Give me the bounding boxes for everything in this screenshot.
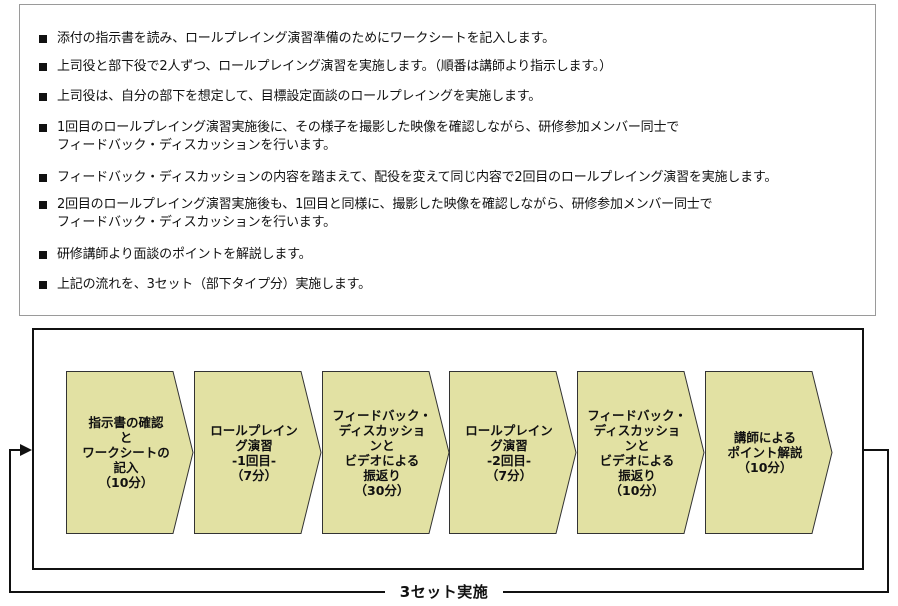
square-bullet-icon: [39, 281, 47, 289]
instruction-text: 2回目のロールプレイング演習実施後も、1回目と同様に、撮影した映像を確認しながら…: [57, 197, 713, 230]
chevron-shape: [322, 371, 450, 534]
step-label: 指示書の確認 と ワークシートの 記入 （10分）: [82, 415, 170, 490]
step-label: フィードバック・ ディスカッショ ンと ビデオによる 振返り （10分）: [587, 407, 687, 498]
square-bullet-icon: [39, 251, 47, 259]
instruction-text: 上司役は、自分の部下を想定して、目標設定面談のロールプレイングを実施します。: [57, 89, 542, 104]
step-instructor-points: 講師による ポイント解説 （10分）: [705, 371, 833, 534]
step-worksheet: 指示書の確認 と ワークシートの 記入 （10分）: [66, 371, 194, 534]
step-feedback-2: フィードバック・ ディスカッショ ンと ビデオによる 振返り （10分）: [577, 371, 705, 534]
chevron-shape: [705, 371, 833, 534]
step-label: フィードバック・ ディスカッショ ンと ビデオによる 振返り （30分）: [332, 407, 432, 498]
chevron-shape: [194, 371, 322, 534]
square-bullet-icon: [39, 174, 47, 182]
chevron-shape: [449, 371, 577, 534]
step-roleplay-1: ロールプレイン グ演習 -1回目- （7分）: [194, 371, 322, 534]
chevron-shape: [577, 371, 705, 534]
instruction-text: 1回目のロールプレイング演習実施後に、その様子を撮影した映像を確認しながら、研修…: [57, 120, 680, 153]
step-label: ロールプレイン グ演習 -2回目- （7分）: [465, 422, 553, 483]
square-bullet-icon: [39, 124, 47, 132]
square-bullet-icon: [39, 93, 47, 101]
step-label: 講師による ポイント解説 （10分）: [727, 430, 803, 475]
instruction-text: 添付の指示書を読み、ロールプレイング演習準備のためにワークシートを記入します。: [57, 31, 555, 46]
square-bullet-icon: [39, 63, 47, 71]
instruction-text: フィードバック・ディスカッションの内容を踏まえて、配役を変えて同じ内容で2回目の…: [57, 170, 778, 185]
instruction-text: 上記の流れを、3セット（部下タイプ分）実施します。: [57, 277, 371, 292]
loop-arrowhead-icon: [20, 444, 32, 456]
step-roleplay-2: ロールプレイン グ演習 -2回目- （7分）: [449, 371, 577, 534]
square-bullet-icon: [39, 35, 47, 43]
instruction-text: 上司役と部下役で2人ずつ、ロールプレイング演習を実施します。（順番は講師より指示…: [57, 59, 612, 74]
step-feedback-1: フィードバック・ ディスカッショ ンと ビデオによる 振返り （30分）: [322, 371, 450, 534]
chevron-shape: [66, 371, 194, 534]
square-bullet-icon: [39, 201, 47, 209]
instructions-box: 添付の指示書を読み、ロールプレイング演習準備のためにワークシートを記入します。 …: [19, 4, 876, 316]
instruction-text: 研修講師より面談のポイントを解説します。: [57, 247, 312, 262]
step-label: ロールプレイン グ演習 -1回目- （7分）: [210, 422, 298, 483]
loop-label: 3セット実施: [385, 581, 503, 603]
